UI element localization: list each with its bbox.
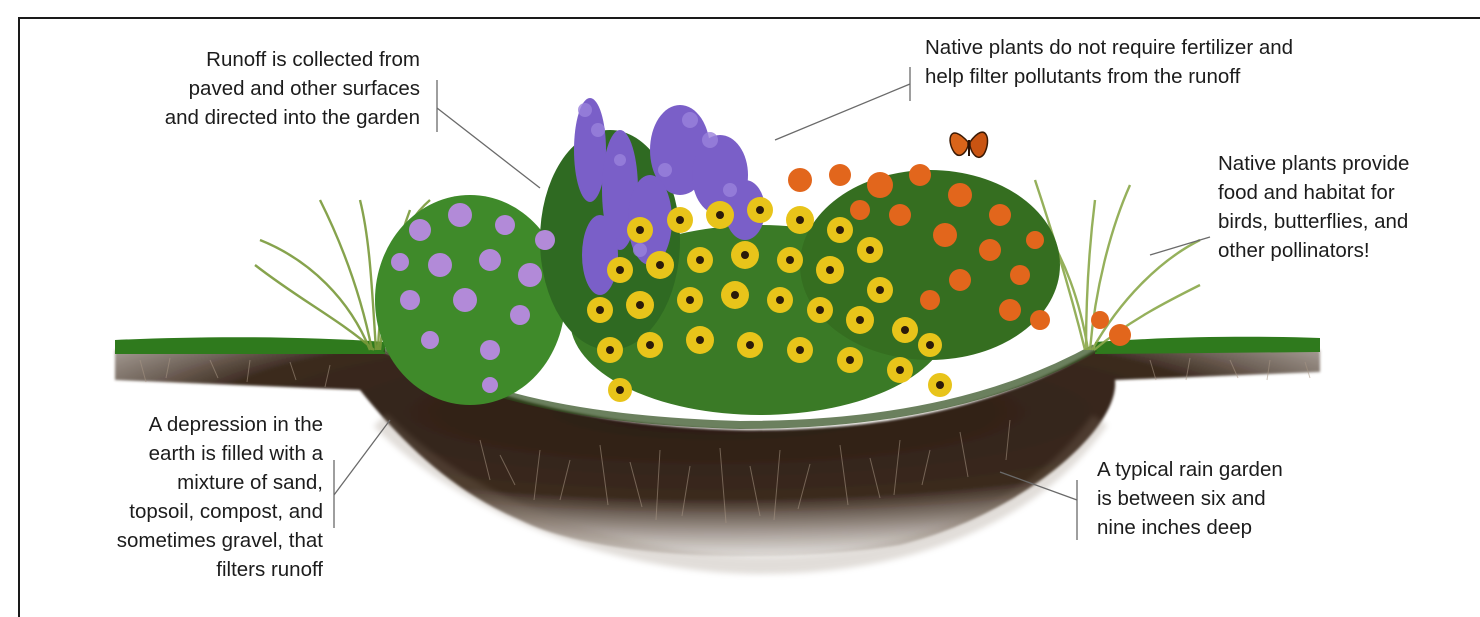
callout-native-habitat-line: other pollinators! [1218,236,1409,265]
callout-runoff-line: Runoff is collected from [70,45,420,74]
callout-native-filter: Native plants do not require fertilizer … [925,33,1293,91]
callout-depression-line: filters runoff [20,555,323,584]
callout-depth: A typical rain garden is between six and… [1097,455,1283,542]
callout-depression-line: sometimes gravel, that [20,526,323,555]
callout-depression-line: earth is filled with a [20,439,323,468]
callout-depth-line: A typical rain garden [1097,455,1283,484]
callout-native-habitat-line: birds, butterflies, and [1218,207,1409,236]
leader-line-runoff [437,108,540,188]
callout-runoff: Runoff is collected from paved and other… [70,45,420,132]
callout-native-filter-line: Native plants do not require fertilizer … [925,33,1293,62]
leader-line-native-filter [775,84,910,140]
leader-line-depression [334,420,390,495]
rain-garden-diagram: Runoff is collected from paved and other… [0,0,1480,600]
callout-runoff-line: and directed into the garden [70,103,420,132]
callout-depth-line: is between six and [1097,484,1283,513]
callout-native-habitat-line: food and habitat for [1218,178,1409,207]
callout-depression-line: A depression in the [20,410,323,439]
callout-native-habitat: Native plants provide food and habitat f… [1218,149,1409,265]
callout-depression-line: topsoil, compost, and [20,497,323,526]
callout-depression-line: mixture of sand, [20,468,323,497]
callout-native-filter-line: help filter pollutants from the runoff [925,62,1293,91]
butterfly-icon [950,132,987,157]
callout-runoff-line: paved and other surfaces [70,74,420,103]
callout-depression: A depression in the earth is filled with… [20,410,323,584]
callout-native-habitat-line: Native plants provide [1218,149,1409,178]
callout-depth-line: nine inches deep [1097,513,1283,542]
grass-left [115,337,385,354]
